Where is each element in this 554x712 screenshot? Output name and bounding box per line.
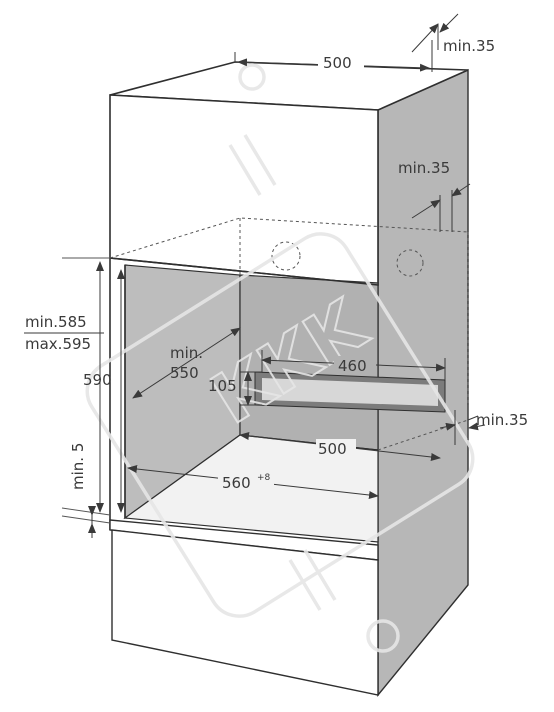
label-niche-width: 560 <box>222 474 251 492</box>
label-inner-depth: 460 <box>338 357 367 375</box>
label-plinth: min. 5 <box>69 443 87 490</box>
label-niche-height-max: max.595 <box>25 335 91 353</box>
label-niche-depth-value: 550 <box>170 364 199 382</box>
label-base-depth: 500 <box>318 440 347 458</box>
cable-hole-side <box>396 249 424 277</box>
label-top-width: 500 <box>323 54 352 72</box>
dim-niche-depth <box>132 327 241 399</box>
label-vent-height: 105 <box>208 377 237 395</box>
lower-cabinet-front <box>111 529 379 696</box>
label-niche-width-tolerance: +8 <box>257 473 271 483</box>
cable-hole-back <box>271 241 301 271</box>
label-niche-depth: min. <box>170 344 203 362</box>
dimension-labels: 500 min.35 min.35 min.585 max.595 590 mi… <box>25 37 528 492</box>
label-top-side-gap: min.35 <box>443 37 495 55</box>
upper-box-front <box>109 94 379 286</box>
label-rear-gap: min.35 <box>398 159 450 177</box>
label-niche-height-min: min.585 <box>25 313 87 331</box>
label-appliance-height: 590 <box>83 371 112 389</box>
label-floor-gap: min.35 <box>476 411 528 429</box>
